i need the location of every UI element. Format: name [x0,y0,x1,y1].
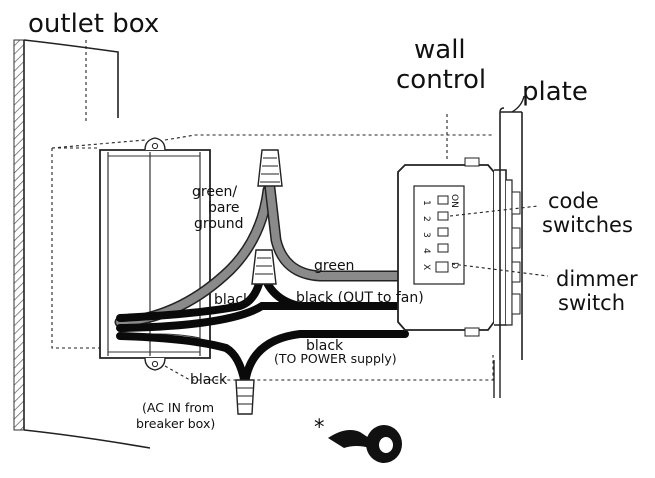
wall-control-unit [397,157,507,337]
green-bare-ground-line3: ground [194,216,244,232]
asterisk-mark: * [314,415,325,439]
wall-control-label-line2: control [396,65,486,95]
black-ac-in-label-line3: breaker box) [136,416,215,431]
black-power-label-line2: (TO POWER supply) [274,351,397,366]
plate [493,95,525,398]
black-wires [116,266,409,388]
wire-nut-black [251,249,277,285]
switch-number-4: 4 [421,248,431,254]
wire-nut-ground [257,149,283,187]
dimmer-switch-label-line2: switch [558,291,625,315]
electrical-tape-icon [328,425,402,463]
wire-nut-ac-in [235,379,255,415]
black-wire-label-left: black [214,292,252,308]
code-switches-label-line1: code [548,189,599,213]
switch-d-label: D [449,262,459,269]
leader-lines [446,114,549,277]
plate-label: plate [522,77,588,107]
wall [13,39,151,449]
green-bare-ground-line1: green/ [192,184,237,200]
dimmer-switch-label-line1: dimmer [556,267,638,291]
switch-x-label: X [421,264,431,270]
outlet-box-label: outlet box [28,9,159,39]
black-power-label-line1: black [306,338,344,354]
switch-on-label: ON [449,194,459,208]
wall-control-label-line1: wall [414,35,466,65]
green-bare-ground-line2: bare [208,200,240,216]
switch-number-1: 1 [421,200,431,206]
switch-panel-text: ON 1 2 3 4 X D [421,194,459,270]
black-ac-in-label-line2: (AC IN from [142,400,214,415]
black-ac-in-label-line1: black [190,372,228,388]
green-wire-label: green [314,258,354,274]
projection-lines [51,40,494,381]
switch-number-2: 2 [421,216,431,222]
black-out-label: black (OUT to fan) [296,290,424,306]
switch-number-3: 3 [421,232,431,238]
code-switches-label-line2: switches [542,213,633,237]
